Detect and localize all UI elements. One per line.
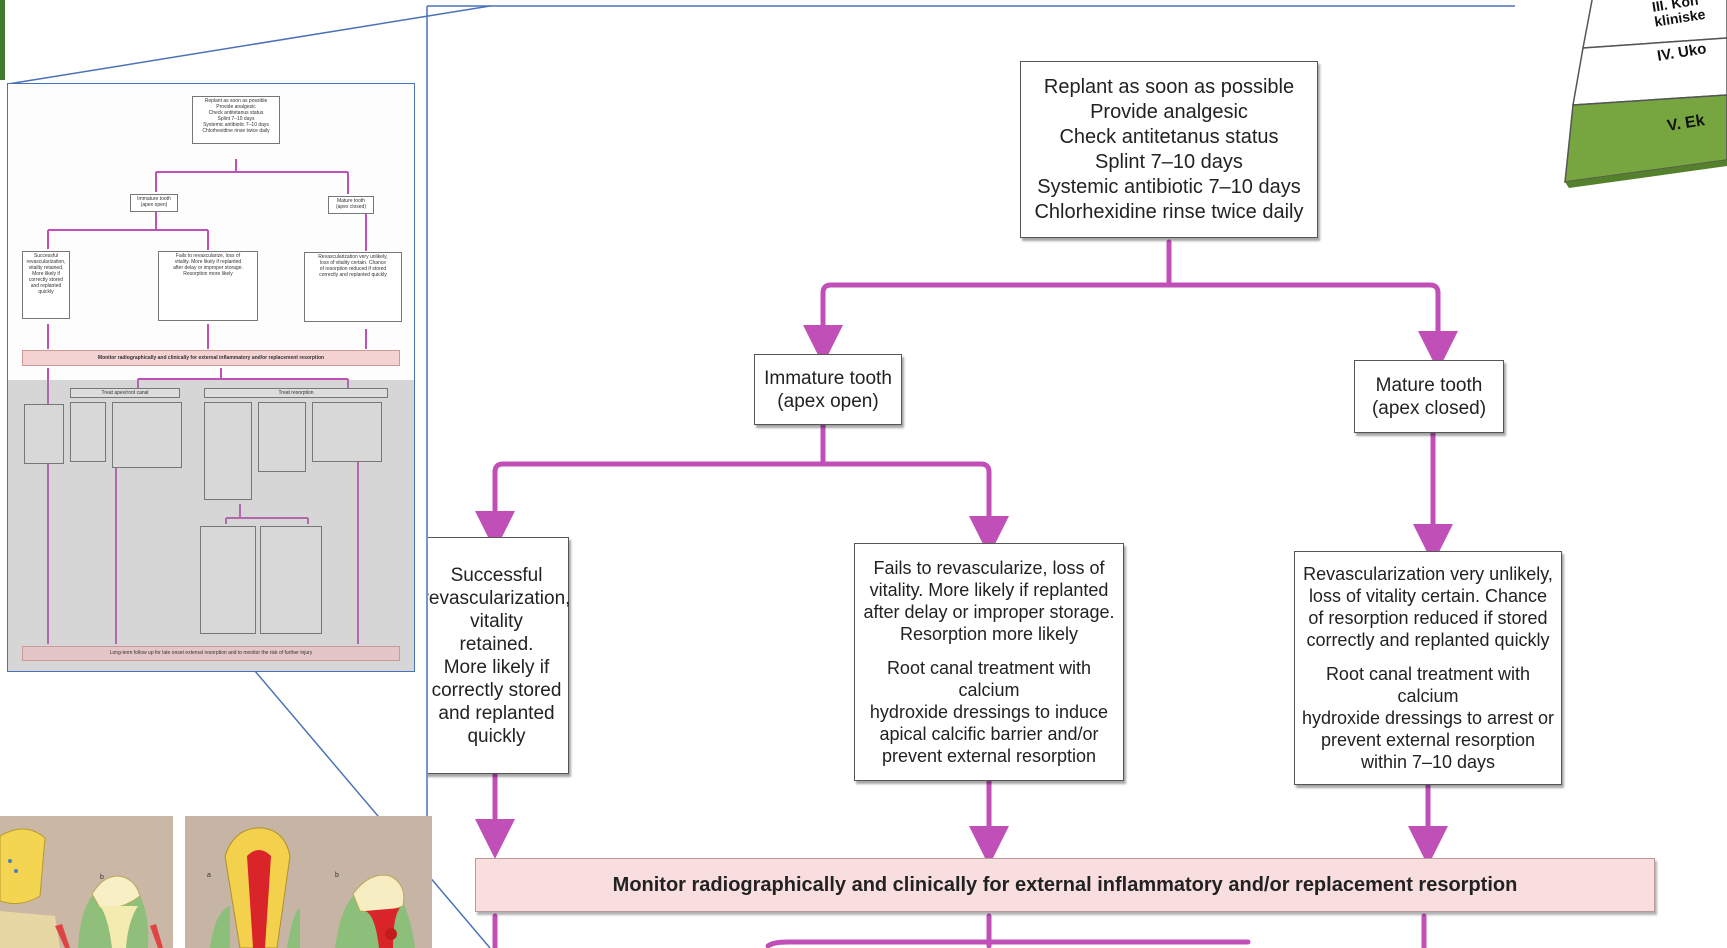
revascularization-unlikely-box: Revascularization very unlikely,loss of … [1294, 551, 1562, 785]
connector-to-successful [475, 461, 826, 551]
thumb-lower-left [200, 526, 256, 634]
illustration-b-label-b: b [335, 872, 339, 879]
thumbnail-connectors [47, 159, 367, 644]
thumb-mature-box: Mature tooth(apex closed) [328, 196, 374, 214]
immature-tooth-box: Immature tooth(apex open) [754, 354, 902, 425]
thumb-treat-resorption-header: Treat resorption [204, 388, 388, 398]
thumb-col-6 [312, 402, 382, 462]
pyramid-shape [1564, 0, 1727, 188]
thumb-monitor-band: Monitor radiographically and clinically … [22, 350, 400, 366]
thumb-col-3 [112, 402, 182, 468]
dental-illustration-b: a b [185, 816, 432, 948]
mature-tooth-box: Mature tooth(apex closed) [1354, 360, 1504, 433]
monitor-resorption-band: Monitor radiographically and clinically … [475, 858, 1655, 912]
thumb-lower-right [260, 526, 322, 634]
thumb-revasc-box: Revascularization very unlikely,loss of … [304, 252, 402, 322]
connector-to-fails [820, 461, 1009, 556]
illustration-a-label-b: b [100, 874, 104, 881]
thumb-col-4 [204, 402, 252, 500]
connector-monitor-center [765, 913, 1251, 948]
flowchart-connectors [475, 239, 1458, 948]
left-edge-accent [0, 0, 5, 80]
thumb-col-2 [70, 402, 106, 462]
thumb-treat-apex-header: Treat apex/root canal [70, 388, 180, 398]
illustration-b-label-a: a [207, 872, 211, 879]
thumb-immature-box: Immature tooth(apex open) [130, 194, 178, 212]
thumb-follow-up-band: Long-term follow up for late onset exter… [22, 646, 400, 661]
connector-to-immature [803, 282, 1172, 365]
dental-illustration-a: b [0, 816, 173, 948]
thumb-col-1 [24, 404, 64, 464]
evidence-pyramid: III. Kon kliniske IV. Uko V. Ek [1563, 0, 1727, 190]
thumb-col-5 [258, 402, 306, 472]
connector-initial-trunk [1166, 239, 1441, 296]
